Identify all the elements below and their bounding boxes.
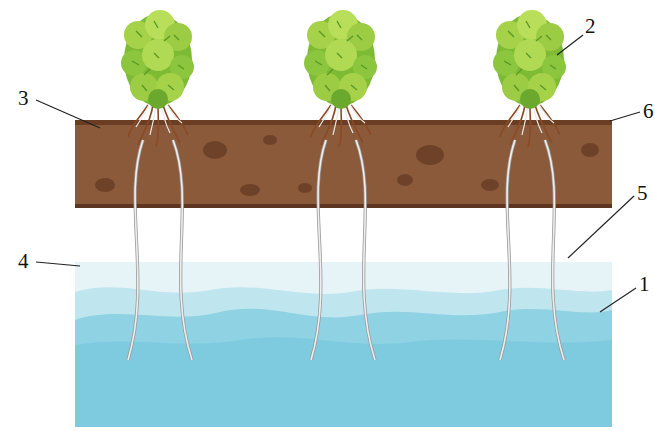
callout-number: 3 xyxy=(18,88,29,109)
callout-number: 6 xyxy=(643,101,654,122)
callout-number: 2 xyxy=(585,16,596,37)
callout-number: 4 xyxy=(18,251,29,272)
callout-number: 1 xyxy=(639,274,650,295)
callout-number: 5 xyxy=(637,183,648,204)
